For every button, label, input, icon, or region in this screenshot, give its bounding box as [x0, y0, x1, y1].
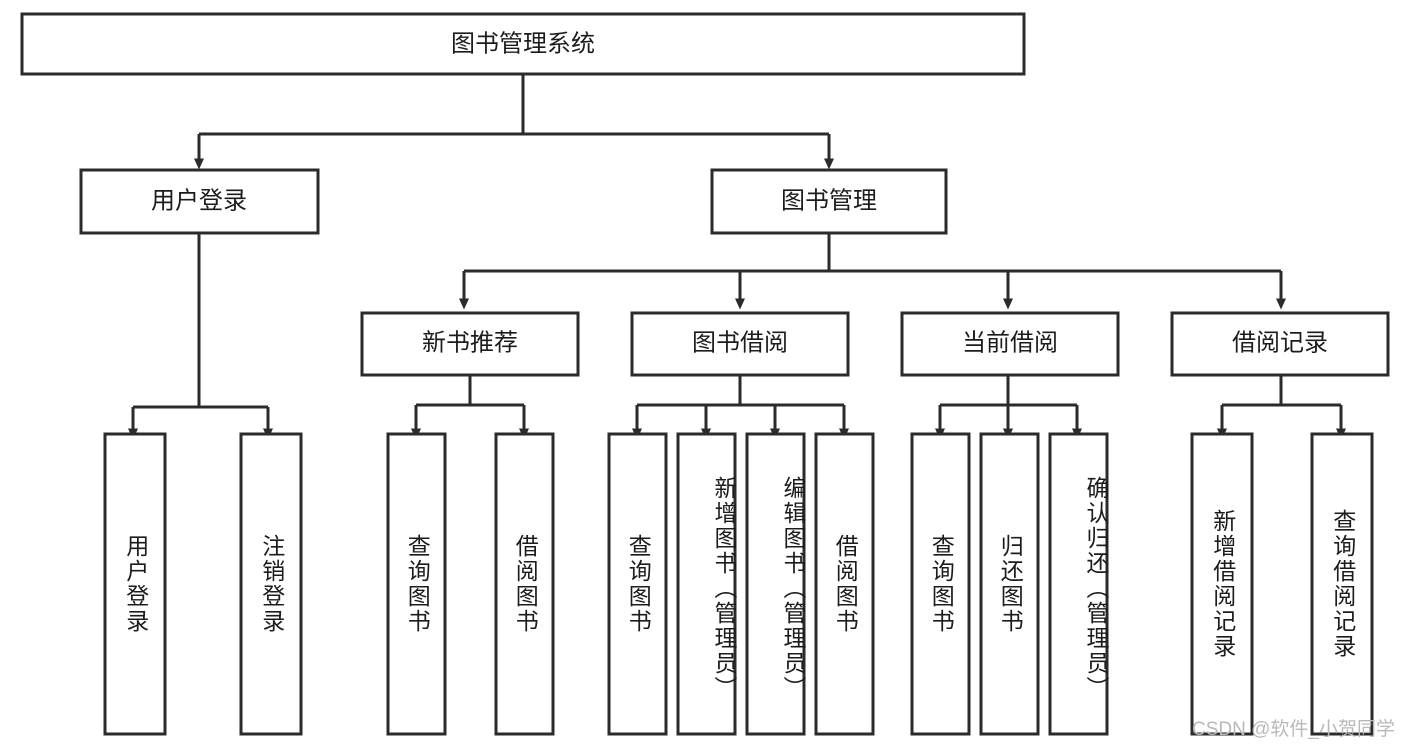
leaf-box-edit-book-admin[interactable]: [745, 432, 806, 736]
node-book-manage-label: 图书管理: [781, 187, 877, 214]
node-root-box[interactable]: [20, 12, 1026, 76]
node-new-book-recommend[interactable]: 新书推荐: [360, 311, 580, 377]
node-current-borrow-box[interactable]: [900, 311, 1120, 377]
leaf-boxes: [103, 432, 1374, 736]
leaf-box-add-borrow-record[interactable]: [1190, 432, 1254, 736]
csdn-watermark: CSDN @软件_小贺同学: [1192, 719, 1395, 740]
edge-group-record: [1217, 375, 1346, 440]
leaf-box-user-login[interactable]: [103, 432, 167, 736]
leaf-box-confirm-return-admin[interactable]: [1048, 432, 1109, 736]
node-book-borrow-label: 图书借阅: [692, 329, 788, 356]
node-book-manage-box[interactable]: [710, 168, 948, 235]
leaf-box-return-book[interactable]: [979, 432, 1040, 736]
node-borrow-record-box[interactable]: [1170, 311, 1390, 377]
edge-group-new-book: [411, 375, 529, 440]
leaf-box-query-book-3[interactable]: [910, 432, 971, 736]
node-borrow-record-label: 借阅记录: [1232, 329, 1328, 356]
edge-group-borrow: [632, 375, 849, 440]
leaf-box-borrow-book-1[interactable]: [494, 432, 555, 736]
node-book-borrow[interactable]: 图书借阅: [630, 311, 850, 377]
leaf-box-logout[interactable]: [239, 432, 303, 736]
node-book-borrow-box[interactable]: [630, 311, 850, 377]
node-user-login-label: 用户登录: [151, 187, 247, 214]
node-user-login[interactable]: 用户登录: [79, 168, 320, 235]
node-user-login-box[interactable]: [79, 168, 320, 235]
node-current-borrow-label: 当前借阅: [962, 329, 1058, 356]
leaf-box-query-borrow-record[interactable]: [1310, 432, 1374, 736]
leaf-box-borrow-book-2[interactable]: [814, 432, 875, 736]
node-current-borrow[interactable]: 当前借阅: [900, 311, 1120, 377]
leaf-box-query-book-2[interactable]: [607, 432, 668, 736]
edge-group-book-manage: [459, 233, 1286, 310]
node-borrow-record[interactable]: 借阅记录: [1170, 311, 1390, 377]
edge-group-root: [194, 74, 834, 170]
node-root-label: 图书管理系统: [451, 30, 595, 57]
leaf-box-query-book-1[interactable]: [386, 432, 447, 736]
edge-group-current: [935, 375, 1082, 440]
node-root[interactable]: 图书管理系统: [20, 12, 1026, 76]
leaf-box-add-book-admin[interactable]: [676, 432, 737, 736]
edge-group-user-login: [128, 233, 273, 440]
node-book-manage[interactable]: 图书管理: [710, 168, 948, 235]
node-new-book-recommend-box[interactable]: [360, 311, 580, 377]
node-new-book-recommend-label: 新书推荐: [422, 329, 518, 356]
